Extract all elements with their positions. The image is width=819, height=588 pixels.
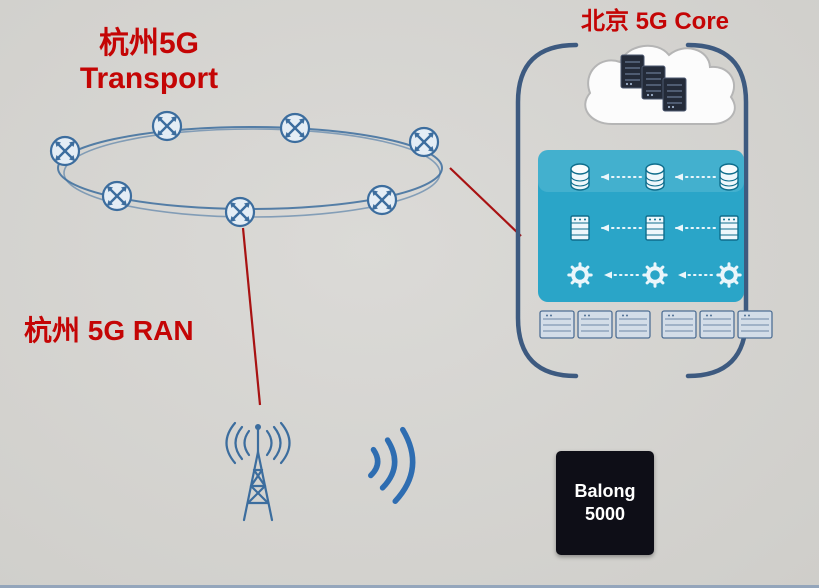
database-icon bbox=[570, 163, 590, 191]
router-icon bbox=[224, 196, 256, 228]
rack-icon bbox=[645, 215, 665, 241]
bracket-right bbox=[685, 42, 749, 379]
transport-label-line2: Transport bbox=[79, 62, 219, 96]
server-device-icon bbox=[615, 310, 651, 339]
database-row bbox=[570, 163, 739, 191]
server-device-icon bbox=[661, 310, 697, 339]
rack-icon bbox=[570, 215, 590, 241]
database-icon bbox=[645, 163, 665, 191]
server-group-left bbox=[539, 310, 651, 339]
server-device-icon bbox=[737, 310, 773, 339]
core-network-panel bbox=[538, 150, 744, 302]
ran-label: 杭州 5G RAN bbox=[24, 315, 194, 346]
router-icon bbox=[366, 184, 398, 216]
router-icon bbox=[49, 135, 81, 167]
router-icon bbox=[151, 110, 183, 142]
rack-row bbox=[570, 215, 739, 241]
server-icon bbox=[641, 65, 666, 100]
rack-icon bbox=[719, 215, 739, 241]
radio-waves-icon bbox=[368, 426, 416, 504]
core-panel-background bbox=[538, 150, 744, 302]
database-icon bbox=[719, 163, 739, 191]
cell-tower-icon bbox=[225, 421, 291, 522]
link-transport-ran bbox=[241, 227, 262, 406]
core-label: 北京 5G Core bbox=[580, 8, 730, 35]
server-icon bbox=[662, 77, 687, 112]
server-group-right bbox=[661, 310, 773, 339]
balong-chip: Balong 5000 bbox=[556, 451, 654, 555]
router-icon bbox=[408, 126, 440, 158]
router-icon bbox=[279, 112, 311, 144]
core-panel-highlight bbox=[538, 150, 744, 192]
transport-label-line1: 杭州5G bbox=[98, 27, 200, 60]
bottom-progress-bar bbox=[0, 585, 819, 588]
chip-label-line1: Balong bbox=[574, 480, 636, 501]
bracket-left bbox=[515, 42, 579, 379]
core-bracket bbox=[515, 42, 749, 379]
server-device-icon bbox=[539, 310, 575, 339]
server-icon bbox=[620, 54, 645, 89]
gear-row bbox=[566, 261, 743, 289]
transport-label: 杭州5G Transport bbox=[58, 26, 240, 97]
server-device-icon bbox=[577, 310, 613, 339]
server-device-icon bbox=[699, 310, 735, 339]
chip-label-line2: 5000 bbox=[584, 504, 626, 524]
router-icon bbox=[101, 180, 133, 212]
cloud-icon bbox=[584, 44, 736, 125]
link-transport-core bbox=[449, 167, 522, 237]
